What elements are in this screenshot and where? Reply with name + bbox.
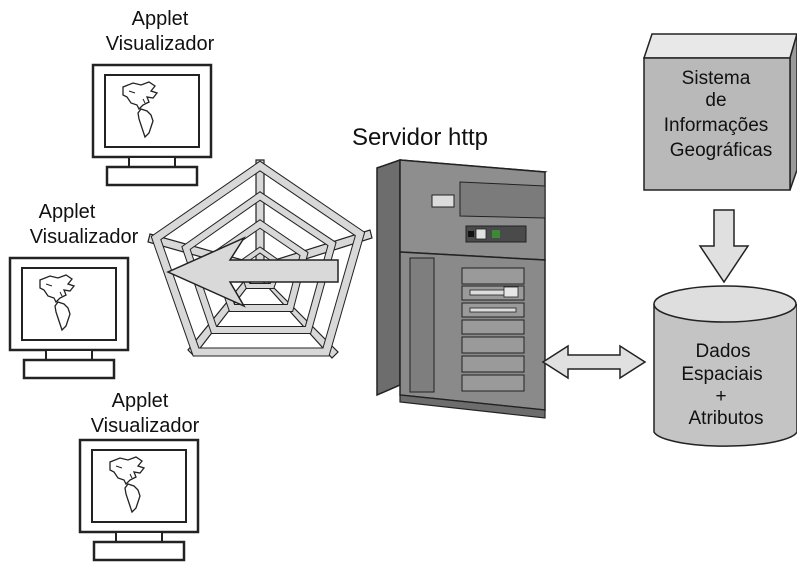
database-label-line4: Atributos xyxy=(689,408,764,429)
client-2-label-line2: Visualizador xyxy=(30,226,139,248)
spider-web-icon xyxy=(147,159,373,359)
client-3-label-line1: Applet xyxy=(112,390,169,412)
server-label: Servidor http xyxy=(352,124,488,151)
computer-monitor-icon xyxy=(8,256,130,380)
client-3-label-line2: Visualizador xyxy=(91,415,200,437)
client-1: Applet Visualizador xyxy=(91,8,215,187)
gis-label-line4: Geográficas xyxy=(670,140,772,161)
database-label-line2: Espaciais xyxy=(681,364,762,385)
database-cylinder-icon: Dados Espaciais + Atributos xyxy=(653,285,797,447)
computer-monitor-icon xyxy=(91,63,213,187)
client-3: Applet Visualizador xyxy=(78,390,200,562)
database-label-line3: + xyxy=(715,386,726,407)
client-2: Applet Visualizador xyxy=(8,201,139,380)
database-label-line1: Dados xyxy=(696,341,751,362)
cube-box-icon: Sistema de Informações Geográficas xyxy=(642,33,797,191)
gis-label-line2: de xyxy=(705,90,726,111)
client-1-label-line1: Applet xyxy=(132,8,189,30)
bidirectional-arrow-icon xyxy=(541,344,647,380)
computer-monitor-icon xyxy=(78,438,200,562)
gis-label-line1: Sistema xyxy=(682,68,751,89)
client-1-label-line2: Visualizador xyxy=(106,33,215,55)
server-tower-icon xyxy=(376,158,548,419)
down-arrow-icon xyxy=(698,209,750,284)
gis-label-line3: Informações xyxy=(664,115,769,136)
client-2-label-line1: Applet xyxy=(39,201,96,223)
